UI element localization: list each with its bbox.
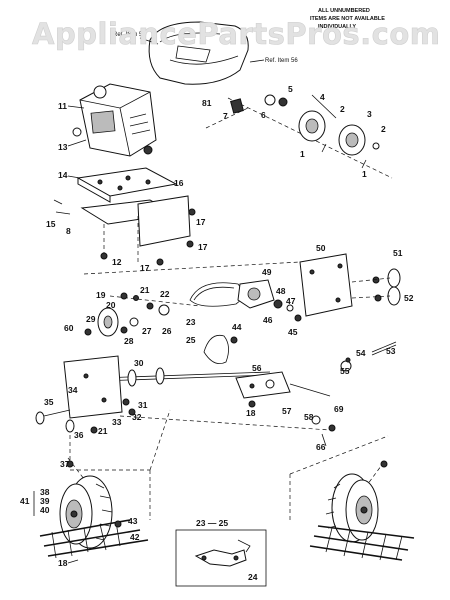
- callout-14: 14: [58, 170, 68, 180]
- axle-assembly: 30 34 35 31 32 33 21 36: [35, 355, 271, 440]
- callout-43: 43: [128, 516, 138, 526]
- cover-shroud: Ref. Item 57 Ref. Item 56: [113, 21, 298, 85]
- watermark-logo: AppliancePartsPros.com: [32, 17, 440, 51]
- callout-31: 31: [138, 400, 148, 410]
- callout-39: 39: [40, 496, 50, 506]
- callout-56: 56: [252, 363, 262, 373]
- callout-17c: 17: [140, 263, 150, 273]
- note-line-1: ALL UNNUMBERED: [318, 8, 370, 14]
- callout-15: 15: [46, 219, 56, 229]
- callout-range-23-25: 23 — 25: [196, 518, 228, 528]
- callout-81: 81: [202, 98, 212, 108]
- gear-cluster: 19 20 21 22 29 60 27 28 26: [64, 285, 201, 346]
- mounting-plate: 14 16 15 8 12 17 17 17: [46, 167, 208, 273]
- callout-4: 4: [320, 92, 325, 102]
- callout-45: 45: [288, 327, 298, 337]
- callout-6: 6: [261, 110, 266, 120]
- callout-12: 12: [112, 257, 122, 267]
- left-wheel: 37 38 39 40 41 43 42 18: [20, 457, 149, 568]
- callout-51: 51: [393, 248, 403, 258]
- callout-46: 46: [263, 315, 273, 325]
- callout-23: 23: [186, 317, 196, 327]
- callout-30: 30: [134, 358, 144, 368]
- callout-60: 60: [64, 323, 74, 333]
- ref-item-57-label: Ref. Item 57: [113, 32, 146, 38]
- callout-22: 22: [160, 289, 170, 299]
- availability-note: ALL UNNUMBERED ITEMS ARE NOT AVAILABLE I…: [310, 8, 385, 30]
- callout-19: 19: [96, 290, 106, 300]
- callout-3: 3: [367, 109, 372, 119]
- callout-2a: 2: [340, 104, 345, 114]
- callout-25: 25: [186, 335, 196, 345]
- note-line-2: ITEMS ARE NOT AVAILABLE: [310, 16, 385, 22]
- callout-34: 34: [68, 385, 78, 395]
- callout-1a: 1: [300, 149, 305, 159]
- callout-42: 42: [130, 532, 140, 542]
- callout-35: 35: [44, 397, 54, 407]
- callout-52: 52: [404, 293, 414, 303]
- control-bracket: 53 54 55 56 57 58 69 66 18: [235, 341, 397, 452]
- callout-41: 41: [20, 496, 30, 506]
- callout-66: 66: [316, 442, 326, 452]
- ref-item-56-label: Ref. Item 56: [265, 58, 298, 64]
- callout-37: 37: [60, 459, 70, 469]
- callout-57: 57: [282, 406, 292, 416]
- belt-kit-inset: 23 — 25 24: [175, 518, 267, 587]
- callout-16: 16: [174, 178, 184, 188]
- callout-58: 58: [304, 412, 314, 422]
- callout-8: 8: [66, 226, 71, 236]
- callout-1b: 1: [362, 169, 367, 179]
- callout-18a: 18: [58, 558, 68, 568]
- callout-5: 5: [288, 84, 293, 94]
- assembly-guides: [69, 261, 389, 520]
- callout-53: 53: [386, 346, 396, 356]
- callout-33: 33: [112, 417, 122, 427]
- callout-24: 24: [248, 572, 258, 582]
- callout-38: 38: [40, 487, 50, 497]
- drive-belt: 25 44: [186, 322, 242, 365]
- belt-transmission: 49 48 47 46 45 23: [186, 267, 302, 337]
- right-wheel: [309, 460, 415, 561]
- callout-69: 69: [334, 404, 344, 414]
- callout-29: 29: [86, 314, 96, 324]
- callout-27: 27: [142, 326, 152, 336]
- callout-17a: 17: [196, 217, 206, 227]
- callout-49: 49: [262, 267, 272, 277]
- callout-20: 20: [106, 300, 116, 310]
- callout-26: 26: [162, 326, 172, 336]
- callout-21a: 21: [140, 285, 150, 295]
- callout-50: 50: [316, 243, 326, 253]
- callout-40: 40: [40, 505, 50, 515]
- callout-17b: 17: [198, 242, 208, 252]
- callout-54: 54: [356, 348, 366, 358]
- callout-47: 47: [286, 296, 296, 306]
- callout-48: 48: [276, 286, 286, 296]
- note-line-3: INDIVIDUALLY: [318, 24, 356, 30]
- callout-7: 7: [223, 111, 228, 121]
- callout-55: 55: [340, 366, 350, 376]
- callout-32: 32: [132, 412, 142, 422]
- callout-21b: 21: [98, 426, 108, 436]
- pulley-assembly: 7 81 6 5 4 2 3 2 1 1: [202, 84, 393, 179]
- engine: 11 13: [58, 83, 157, 157]
- callout-11: 11: [58, 101, 67, 111]
- callout-2b: 2: [381, 124, 386, 134]
- callout-28: 28: [124, 336, 134, 346]
- callout-18b: 18: [246, 408, 256, 418]
- callout-36: 36: [74, 430, 84, 440]
- right-plate: 50 51 52: [299, 243, 414, 317]
- callout-44: 44: [232, 322, 242, 332]
- callout-13: 13: [58, 142, 68, 152]
